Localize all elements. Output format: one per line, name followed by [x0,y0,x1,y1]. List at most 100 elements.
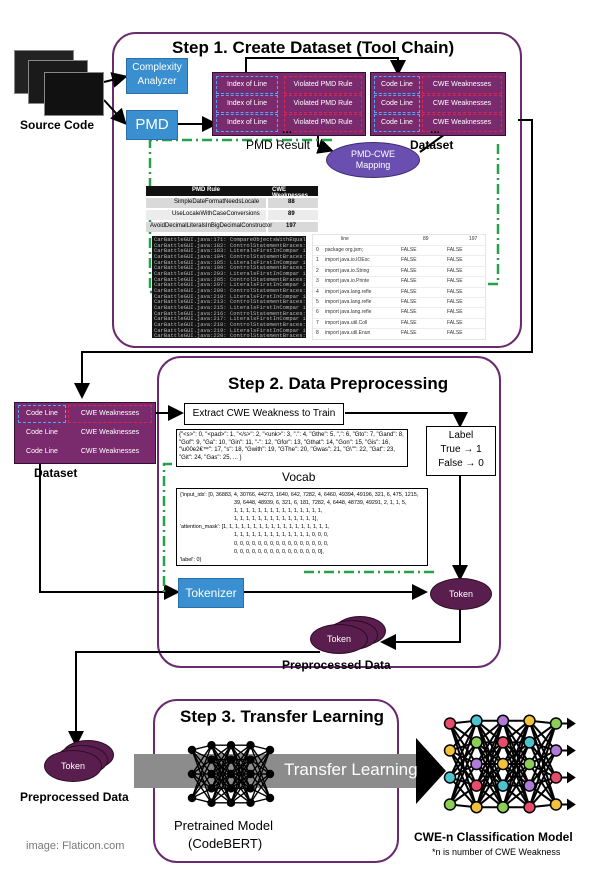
result-line: CarBattleGUI.java:205: ControlStatementB… [154,275,306,283]
sheet-cell: 8 [316,330,319,337]
network-edge [502,720,531,786]
network-node [470,757,483,771]
network-edge [449,720,478,778]
sheet-cell: FALSE [401,267,417,274]
result-line: CarBattleGUI.java:203: LiteralsFirstInCo… [154,269,306,277]
network-node [523,779,536,792]
network-node [470,736,483,749]
transfer-learning-label: Transfer Learning [284,760,418,779]
sheet-cell: FALSE [447,278,463,285]
network-edge [191,749,213,775]
network-edge [210,759,232,804]
network-edge [191,744,213,775]
dataset-cell: Code Line [18,405,66,423]
network-edge [528,722,557,765]
network-edge [528,750,557,808]
network-edge [249,749,271,775]
network-edge [249,773,271,799]
pmd-result-table: Index of Line Violated PMD Rule Index of… [212,72,366,136]
network-node [443,771,457,784]
network-edge [528,723,557,786]
step2-box [157,356,501,668]
sheet-header: line [341,236,349,242]
pmd-cell: Index of Line [216,114,278,132]
tokenizer-label: Tokenizer [185,586,237,600]
step2-title: Step 2. Data Preprocessing [228,374,449,393]
sheet-cell: FALSE [447,267,463,274]
result-line: CarBattleGUI.java:213: ControlStatementB… [154,298,306,306]
network-node [226,769,236,779]
network-edge [230,773,252,804]
sheet-cell: FALSE [447,309,463,316]
dataset-cell: Code Line [374,114,420,132]
sheet-cell: import java.lang.refle [325,288,372,295]
network-node [246,740,255,750]
pmd-cell: Violated PMD Rule [284,114,362,132]
label-false: False → 0 [438,458,484,469]
network-edge [249,759,271,799]
dataset-cell: CWE Weaknesses [422,76,502,94]
network-node [207,755,216,764]
result-line: CarBattleGUI.java:208: ControlStatementB… [154,286,306,294]
result-line: CarBattleGUI.java:215: LiteralsFirstInCo… [154,303,306,311]
label-true: True → 1 [440,444,482,455]
sheet-cell: import java.util.Enun [325,330,371,337]
pmd-result-label: PMD Result [246,138,311,152]
network-node [187,745,197,755]
rule-row-cwe: 197 [286,223,297,229]
sheet-cell: 7 [316,319,319,326]
rule-row: UseLocaleWithCaseConversions [172,211,260,217]
tokenizer-box: Tokenizer [178,578,244,608]
result-line: CarBattleGUI.java:199: ControlStatementB… [154,264,306,272]
preprocessed-label-step2: Preprocessed Data [282,658,391,672]
network-edge [449,722,478,765]
network-edge [210,744,232,775]
network-edge [528,776,557,808]
vocab-box: {"<s>": 0, "<pad>": 1, "</s>": 2, "<unk>… [176,429,408,467]
source-code-icon [14,50,106,116]
credit-text: image: Flaticon.com [26,840,125,852]
result-line: CarBattleGUI.java:182: ControlStatementB… [154,241,306,249]
pmd-cell: Violated PMD Rule [284,76,362,94]
network-node [523,757,536,771]
mapping-label: PMD-CWE Mapping [351,149,395,170]
network-edge [502,720,531,808]
network-node [496,757,510,771]
sheet-cell: 6 [316,309,319,316]
network-node [549,744,563,757]
network-edge [449,720,478,752]
complexity-analyzer-box: Complexity Analyzer [126,58,188,94]
network-edge [449,742,478,805]
network-edge [210,744,232,789]
token-stack3-front: Token [44,750,102,782]
dataset-ellipsis: ... [430,122,441,136]
sheet-cell: 2 [316,267,319,274]
network-node [496,714,510,728]
network-edge [191,759,213,799]
network-edge [191,773,213,799]
rule-table: PMD Rule CWE Weaknesses SimpleDateFormat… [146,186,318,232]
network-edge [191,749,213,804]
dataset-cell: CWE Weaknesses [69,444,151,460]
sheet-header: 89 [423,236,429,242]
encoded-line: 0, 0, 0, 0, 0, 0, 0, 0, 0, 0, 0, 0, 0, 0… [234,548,324,555]
result-line: CarBattleGUI.java:219: LiteralsFirstInCo… [154,326,306,334]
network-arrowhead [567,744,576,757]
pmd-cell: Violated PMD Rule [284,95,362,113]
network-node [549,771,563,784]
pmd-box: PMD [126,110,178,140]
vocab-label: Vocab [282,470,316,484]
network-edge [502,720,531,765]
cwe-model-note: *n is number of CWE Weakness [432,847,561,857]
step1-title: Step 1. Create Dataset (Tool Chain) [172,38,455,57]
network-edge [249,749,271,789]
network-edge [230,744,252,789]
network-edge [249,744,271,775]
network-node [226,755,236,764]
dataset-label-step1: Dataset [410,138,454,152]
result-line: CarBattleGUI.java:183: LiteralsFirstInCo… [154,247,306,255]
